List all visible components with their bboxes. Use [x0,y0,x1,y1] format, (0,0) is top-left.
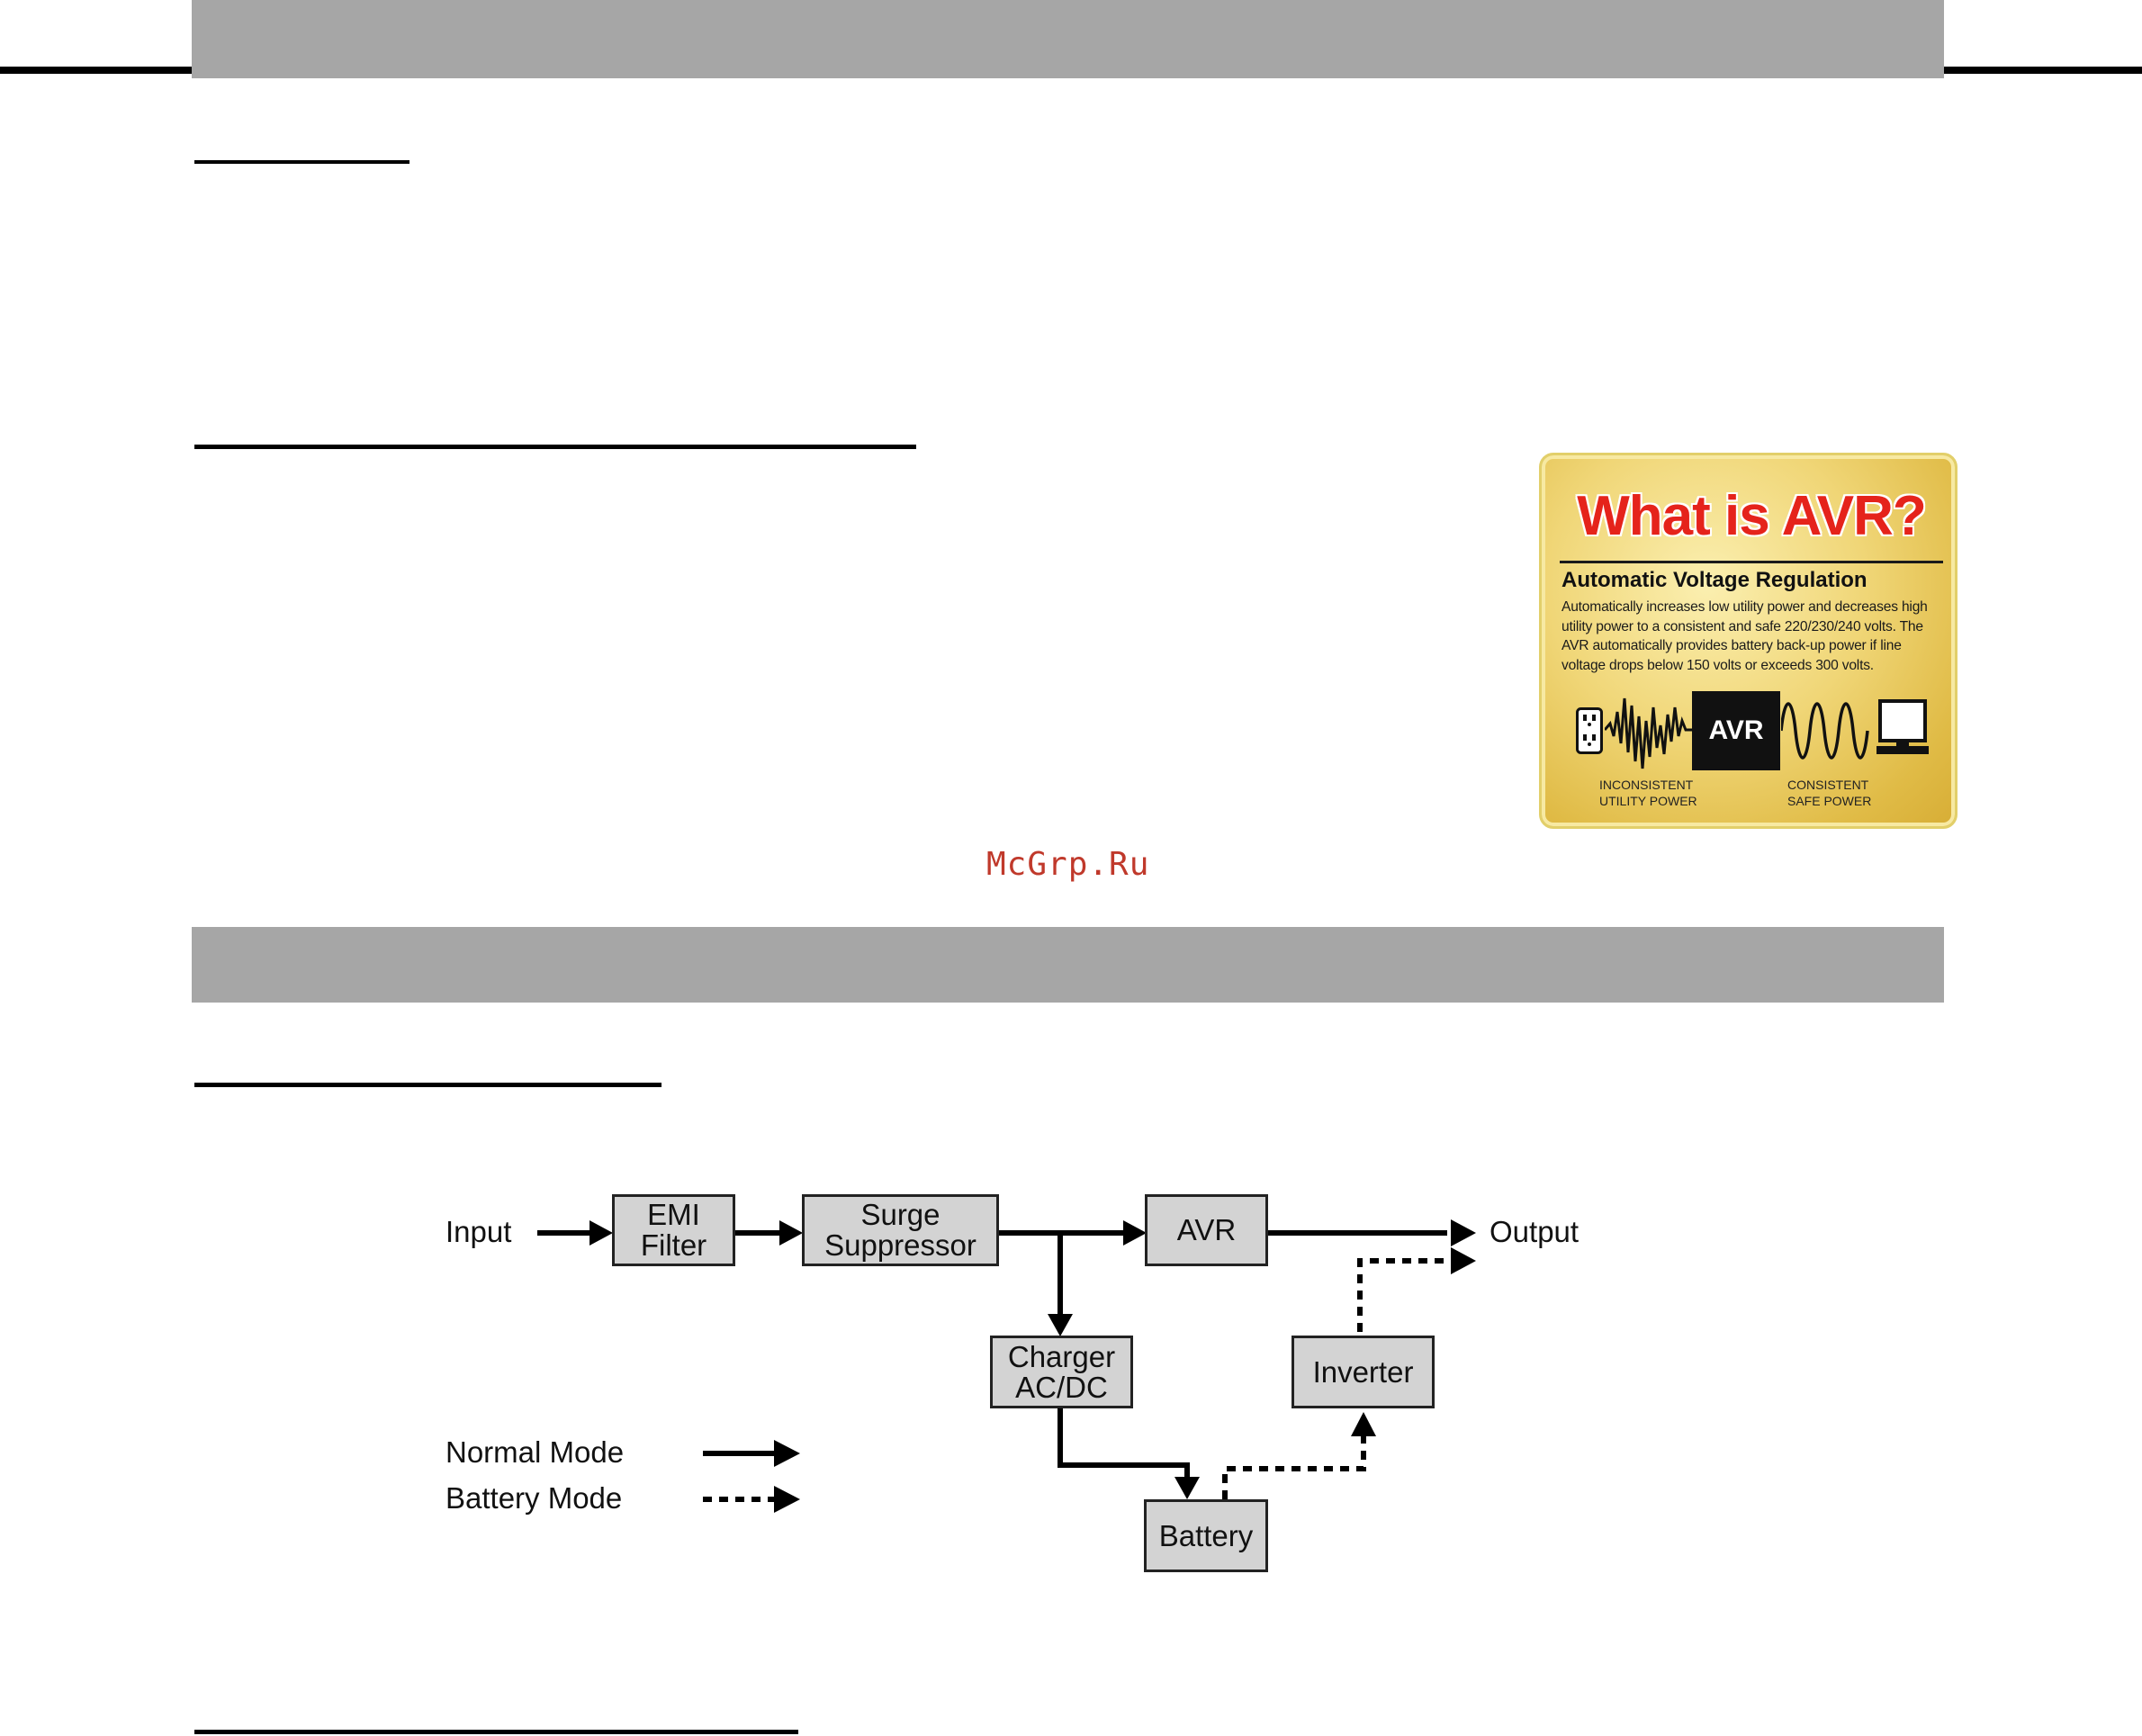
block-surge-suppressor: Surge Suppressor [802,1194,999,1266]
legend-normal-label: Normal Mode [446,1435,625,1469]
arrowhead-emi [590,1220,613,1246]
badge-subtitle: Automatic Voltage Regulation [1562,568,1868,592]
arrowhead-avr [1123,1220,1147,1246]
inconsistent-wave-icon [1605,697,1695,769]
header-band-middle [192,927,1944,1003]
diagram-input-label: Input [446,1215,512,1248]
badge-description: Automatically increases low utility powe… [1562,599,1928,673]
arrowhead-battery [1174,1477,1200,1499]
line-battery-inverter [1222,1436,1366,1499]
block-avr: AVR [1145,1194,1268,1266]
watermark-text: McGrp.Ru [986,846,1150,883]
outlet-icon [1576,707,1603,754]
badge-title: What is AVR? [1577,485,1927,547]
arrowhead-inverter [1351,1412,1376,1436]
heading-underline-3 [194,1083,662,1087]
computer-icon [1876,699,1929,754]
top-rule-right [1944,67,2142,74]
block-battery: Battery [1144,1499,1268,1572]
block-inverter: Inverter [1292,1336,1435,1408]
consistent-wave-icon [1781,702,1869,760]
legend-normal-arrowhead [774,1440,800,1467]
header-band-top [192,0,1944,78]
badge-divider [1560,561,1943,563]
caption-inconsistent: INCONSISTENT UTILITY POWER [1599,778,1697,808]
arrowhead-charger [1048,1314,1073,1336]
caption-consistent: CONSISTENT SAFE POWER [1787,778,1872,808]
arrowhead-surge [779,1220,803,1246]
heading-underline-4 [194,1730,798,1734]
avr-block-icon: AVR [1692,691,1780,770]
line-inverter-output [1357,1258,1447,1332]
block-emi-filter: EMI Filter [612,1194,735,1266]
heading-underline-2 [194,445,916,449]
heading-underline-1 [194,160,410,164]
diagram-output-label: Output [1490,1215,1580,1248]
arrowhead-output-battery [1451,1247,1476,1274]
legend-battery-arrowhead [774,1486,800,1513]
top-rule-left [0,67,193,74]
legend-battery-label: Battery Mode [446,1481,623,1515]
avr-info-badge: What is AVR? Automatic Voltage Regulatio… [1539,453,1958,829]
line-charger-battery [1058,1408,1190,1477]
arrowhead-output [1451,1219,1476,1246]
block-charger: Charger AC/DC [990,1336,1133,1408]
